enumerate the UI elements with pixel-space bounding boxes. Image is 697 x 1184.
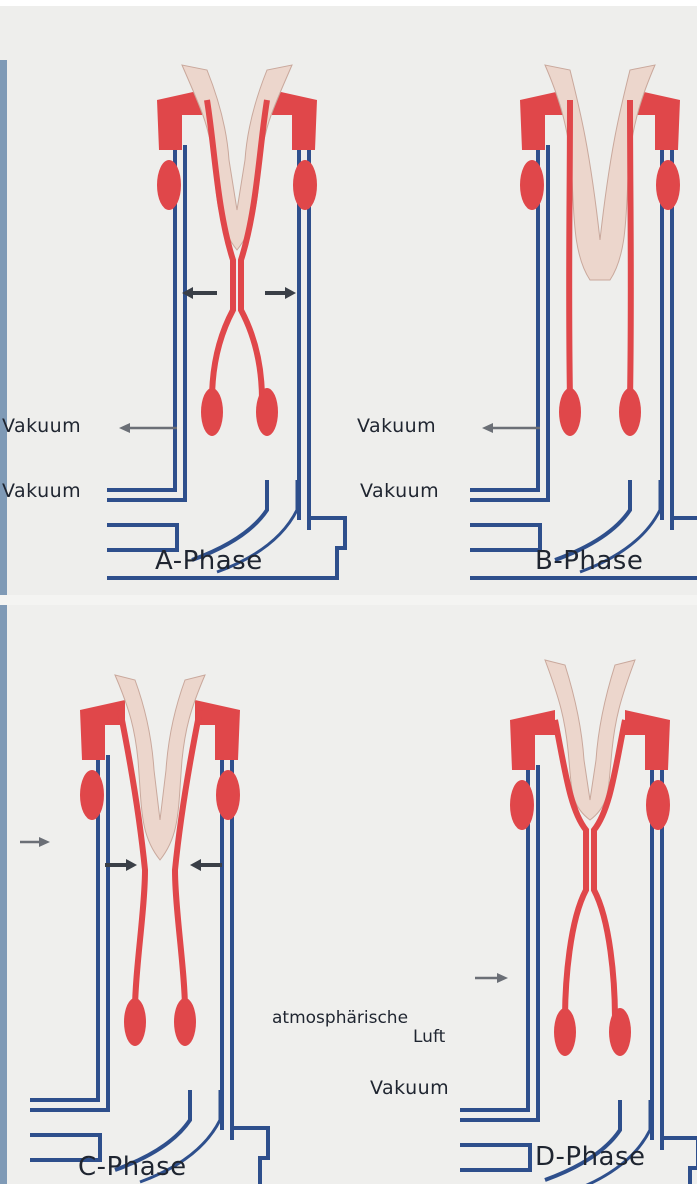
- panel-d-label-air-line1: atmosphärische: [272, 1008, 408, 1028]
- panel-a-title: A-Phase: [155, 546, 263, 576]
- panel-d-title: D-Phase: [535, 1142, 646, 1172]
- panel-a-label-vakuum-top: Vakuum: [2, 415, 81, 437]
- panel-b-title: B-Phase: [535, 546, 643, 576]
- panel-b-label-vakuum-top: Vakuum: [357, 415, 436, 437]
- panel-a-label-vakuum-bottom: Vakuum: [2, 480, 81, 502]
- left-edge-strip: [0, 60, 7, 1184]
- panel-c-title: C-Phase: [78, 1152, 187, 1182]
- panel-d-label-air-line2: Luft: [413, 1027, 446, 1047]
- panel-d-label-vakuum: Vakuum: [370, 1077, 449, 1099]
- panel-b-label-vakuum-bottom: Vakuum: [360, 480, 439, 502]
